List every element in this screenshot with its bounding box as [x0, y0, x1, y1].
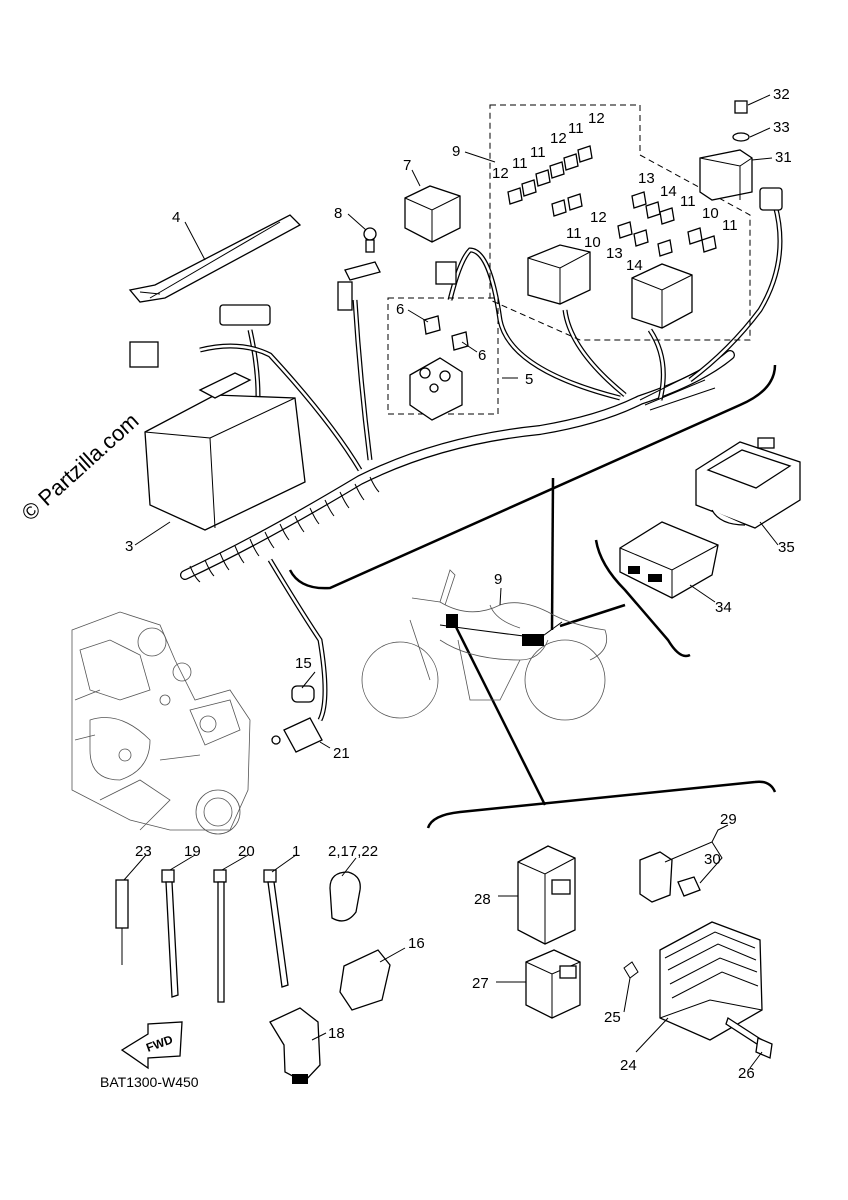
fuse-boxes	[527, 244, 693, 329]
callout-12c: 12	[492, 165, 509, 182]
holder-18	[269, 1007, 321, 1084]
clip-25	[623, 961, 639, 979]
callout-10a: 10	[584, 234, 601, 251]
ecu-34	[619, 521, 719, 599]
wire-23	[115, 879, 129, 965]
callout-10b: 10	[702, 205, 719, 222]
callout-28: 28	[474, 891, 491, 908]
callout-9a: 9	[452, 143, 460, 160]
leader-to-upper	[550, 477, 555, 631]
callout-35: 35	[778, 539, 795, 556]
callout-11a: 11	[568, 120, 584, 137]
ecu-section-border	[594, 539, 691, 658]
connector-30	[677, 876, 701, 897]
callout-8: 8	[334, 205, 342, 222]
upper-section-border	[288, 364, 777, 590]
callout-6b: 6	[478, 347, 486, 364]
leader-lines	[123, 94, 779, 1069]
callout-15: 15	[295, 655, 312, 672]
spiral-wrap	[189, 476, 380, 583]
battery-band	[128, 214, 302, 303]
fuse-6a	[423, 315, 441, 335]
callout-16: 16	[408, 935, 425, 952]
bolt-26	[725, 1016, 773, 1059]
leader-to-ecu	[559, 603, 626, 628]
motorcycle-outline	[361, 569, 608, 721]
ground-terminal	[271, 685, 323, 753]
cable-tie-20	[213, 869, 227, 1003]
callout-18: 18	[328, 1025, 345, 1042]
callout-1: 1	[292, 843, 300, 860]
callout-30: 30	[704, 851, 721, 868]
engine-block	[71, 611, 251, 835]
callout-21: 21	[333, 745, 350, 762]
callout-29: 29	[720, 811, 737, 828]
cable-tie-19	[161, 869, 179, 998]
callout-11b: 11	[530, 144, 546, 161]
callout-3: 3	[125, 538, 133, 555]
rectifier-regulator-24	[659, 921, 763, 1041]
callout-23: 23	[135, 843, 152, 860]
callout-13a: 13	[638, 170, 655, 187]
callout-32: 32	[773, 86, 790, 103]
callout-33: 33	[773, 119, 790, 136]
callout-2-17-22: 2,17,22	[328, 843, 378, 860]
leader-to-lower	[453, 624, 547, 806]
callout-4: 4	[172, 209, 180, 226]
starter-relay	[409, 357, 463, 421]
relay-27	[525, 949, 581, 1019]
callout-13b: 13	[606, 245, 623, 262]
fwd-arrow: FWD	[120, 1021, 183, 1070]
cable-tie-1	[263, 869, 289, 988]
battery	[129, 341, 306, 531]
callout-31: 31	[775, 149, 792, 166]
fusebox-dashed-outline	[489, 104, 751, 341]
callout-11e: 11	[566, 225, 582, 242]
sensor-31	[699, 100, 783, 211]
callout-20: 20	[238, 843, 255, 860]
callout-12a: 12	[588, 110, 605, 127]
callout-25: 25	[604, 1009, 621, 1026]
callout-27: 27	[472, 975, 489, 992]
callout-9b: 9	[494, 571, 502, 588]
relay-7	[404, 185, 461, 285]
bracket	[219, 304, 271, 326]
callout-11d: 11	[680, 193, 696, 210]
callout-5: 5	[525, 371, 533, 388]
fuse-6b	[451, 331, 469, 351]
callout-11f: 11	[722, 217, 738, 234]
callout-19: 19	[184, 843, 201, 860]
lower-section-border	[426, 780, 777, 829]
callout-34: 34	[715, 599, 732, 616]
callout-12d: 12	[590, 209, 607, 226]
blade-fuses	[507, 145, 717, 257]
watermark: © Partzilla.com	[17, 408, 144, 526]
ecu-cover-35	[695, 437, 801, 529]
callout-7: 7	[403, 157, 411, 174]
callout-24: 24	[620, 1057, 637, 1074]
bolt-8	[337, 227, 381, 311]
holder-16	[339, 949, 391, 1011]
callout-6a: 6	[396, 301, 404, 318]
callout-14a: 14	[660, 183, 677, 200]
connector-29	[639, 851, 673, 903]
clamp-2-17-22	[329, 871, 361, 922]
relay-28	[517, 845, 576, 945]
callout-12b: 12	[550, 130, 567, 147]
callout-26: 26	[738, 1065, 755, 1082]
callout-14b: 14	[626, 257, 643, 274]
callout-11c: 11	[512, 155, 528, 172]
diagram-code: BAT1300-W450	[100, 1074, 199, 1090]
